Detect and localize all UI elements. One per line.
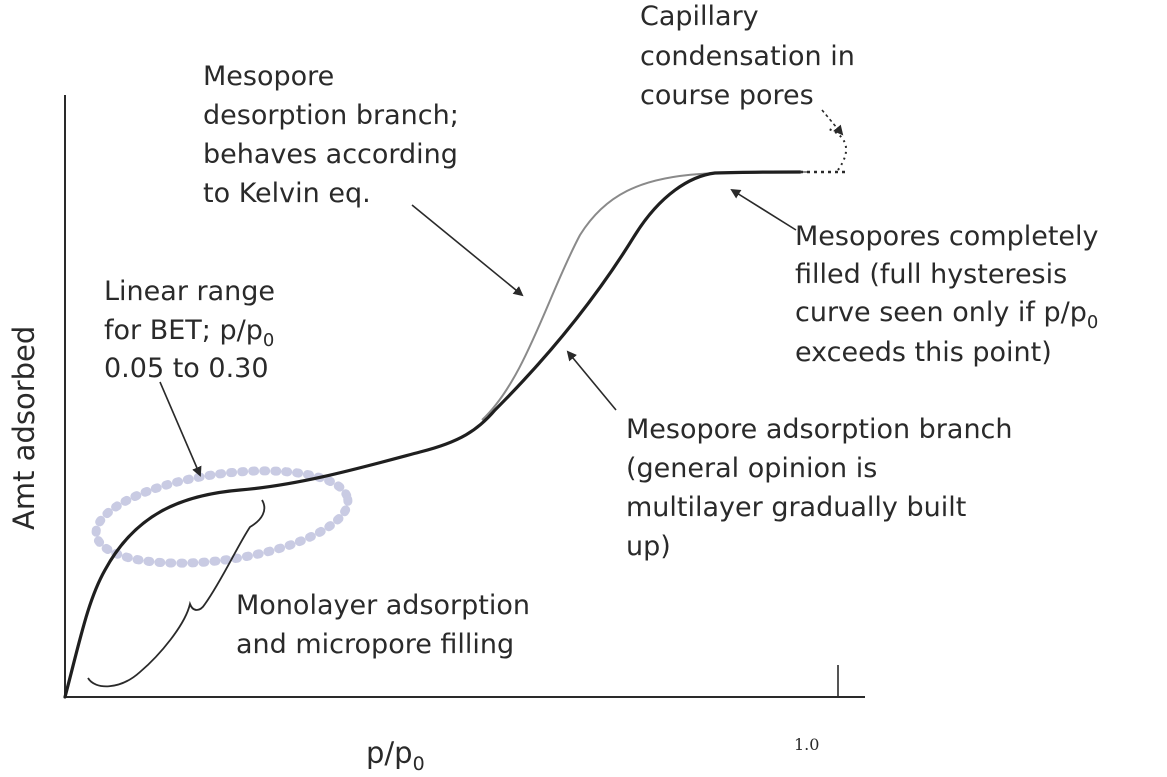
annotation-adsorption: Mesopore adsorption branch (general opin… <box>626 414 1021 562</box>
annotation-filled: Mesopores completely <box>795 221 1099 252</box>
annotation-capillary: Capillary condensation in course pores <box>640 1 863 111</box>
annotation-filled-line2: filled (full hysteresis <box>795 259 1067 290</box>
annotation-bet-line2: for BET; p/p0 <box>104 315 274 351</box>
monolayer-brace <box>87 499 266 688</box>
desorption-branch <box>481 170 811 421</box>
annotation-bet: Linear range <box>104 276 275 307</box>
arrow-adsorption <box>566 350 617 411</box>
arrow-filled <box>730 188 797 231</box>
x-axis-title: p/p0 <box>366 736 425 775</box>
capillary-condensation-rise <box>825 127 848 171</box>
y-axis-title: Amt adsorbed <box>7 326 41 530</box>
annotation-filled-line4: exceeds this point) <box>795 337 1052 368</box>
x-tick-label: 1.0 <box>794 735 819 754</box>
annotation-monolayer: Monolayer adsorption and micropore filli… <box>236 590 539 660</box>
adsorption-branch <box>63 170 802 699</box>
annotation-desorption: Mesopore desorption branch; behaves acco… <box>203 61 467 209</box>
arrow-capillary <box>821 109 844 136</box>
arrow-desorption <box>411 204 524 297</box>
bet-range-ellipse <box>91 466 353 568</box>
annotation-filled-line3: curve seen only if p/p0 <box>795 297 1098 333</box>
annotation-bet-line3: 0.05 to 0.30 <box>104 353 269 384</box>
arrow-bet <box>159 381 202 477</box>
